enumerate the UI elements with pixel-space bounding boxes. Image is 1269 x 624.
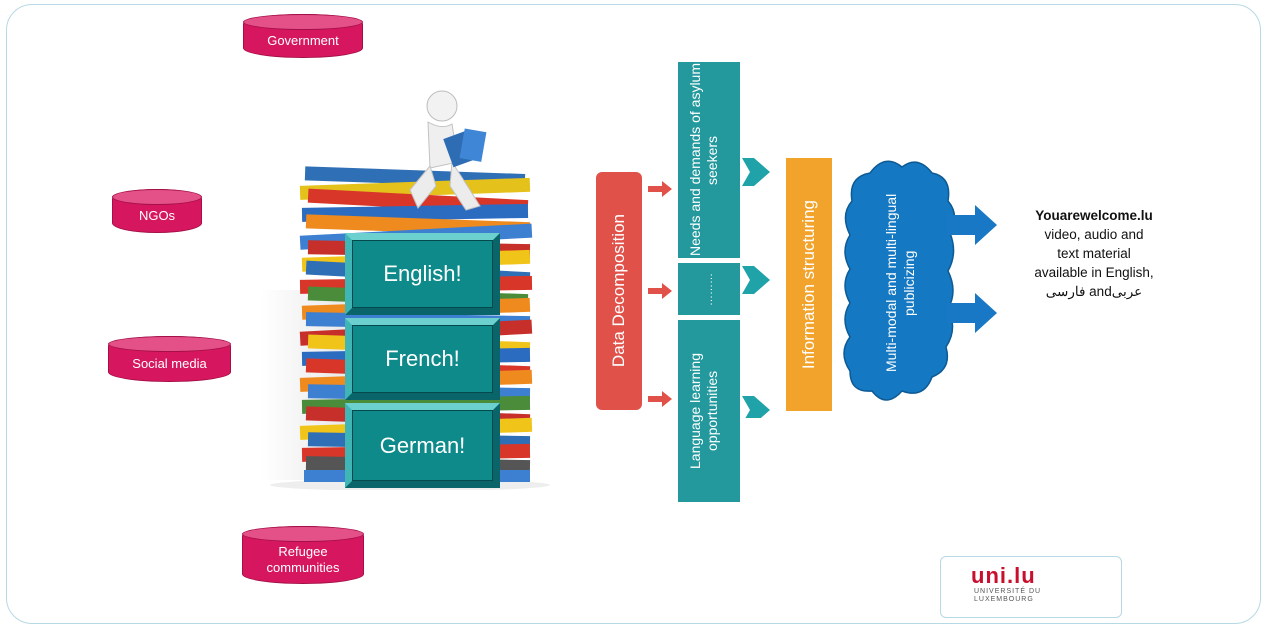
- teal-arrows: [742, 158, 770, 418]
- reading-figure-icon: [409, 90, 487, 211]
- category-needs-demands: Needs and demands of asylum seekers: [678, 62, 740, 258]
- result-line-1: video, audio and: [1044, 227, 1144, 242]
- result-line-3: available in English,: [1034, 265, 1154, 280]
- publicizing-label-wrap: Multi-modal and multi-lingual publicizin…: [883, 193, 917, 373]
- result-line-2: text material: [1057, 246, 1131, 261]
- logo-subtitle-2: LUXEMBOURG: [974, 596, 1034, 603]
- category-language-learning: Language learning opportunities: [678, 320, 740, 502]
- source-social-media: Social media: [108, 336, 231, 382]
- category-ellipsis: ………: [678, 263, 740, 315]
- result-title: Youarewelcome.lu: [1035, 208, 1153, 223]
- language-english: English!: [345, 233, 500, 315]
- result-line-4: فارسی andعربی: [1045, 284, 1143, 299]
- source-ngos: NGOs: [112, 189, 202, 233]
- logo-box: uni.lu UNIVERSITÉ DU LUXEMBOURG: [940, 556, 1122, 618]
- blue-arrows: [947, 205, 997, 333]
- data-decomposition-box: Data Decomposition: [596, 172, 642, 410]
- cloud-shape: [843, 160, 956, 401]
- logo-subtitle-1: UNIVERSITÉ DU: [974, 588, 1042, 595]
- uni-lu-logo: uni.lu: [971, 563, 1036, 588]
- information-structuring-box: Information structuring: [786, 158, 832, 411]
- source-refugee-communities: Refugee communities: [242, 526, 364, 584]
- language-french: French!: [345, 318, 500, 400]
- orange-arrows: [648, 181, 672, 407]
- source-government: Government: [243, 14, 363, 58]
- result-text: Youarewelcome.lu video, audio and text m…: [1010, 206, 1178, 301]
- language-german: German!: [345, 403, 500, 488]
